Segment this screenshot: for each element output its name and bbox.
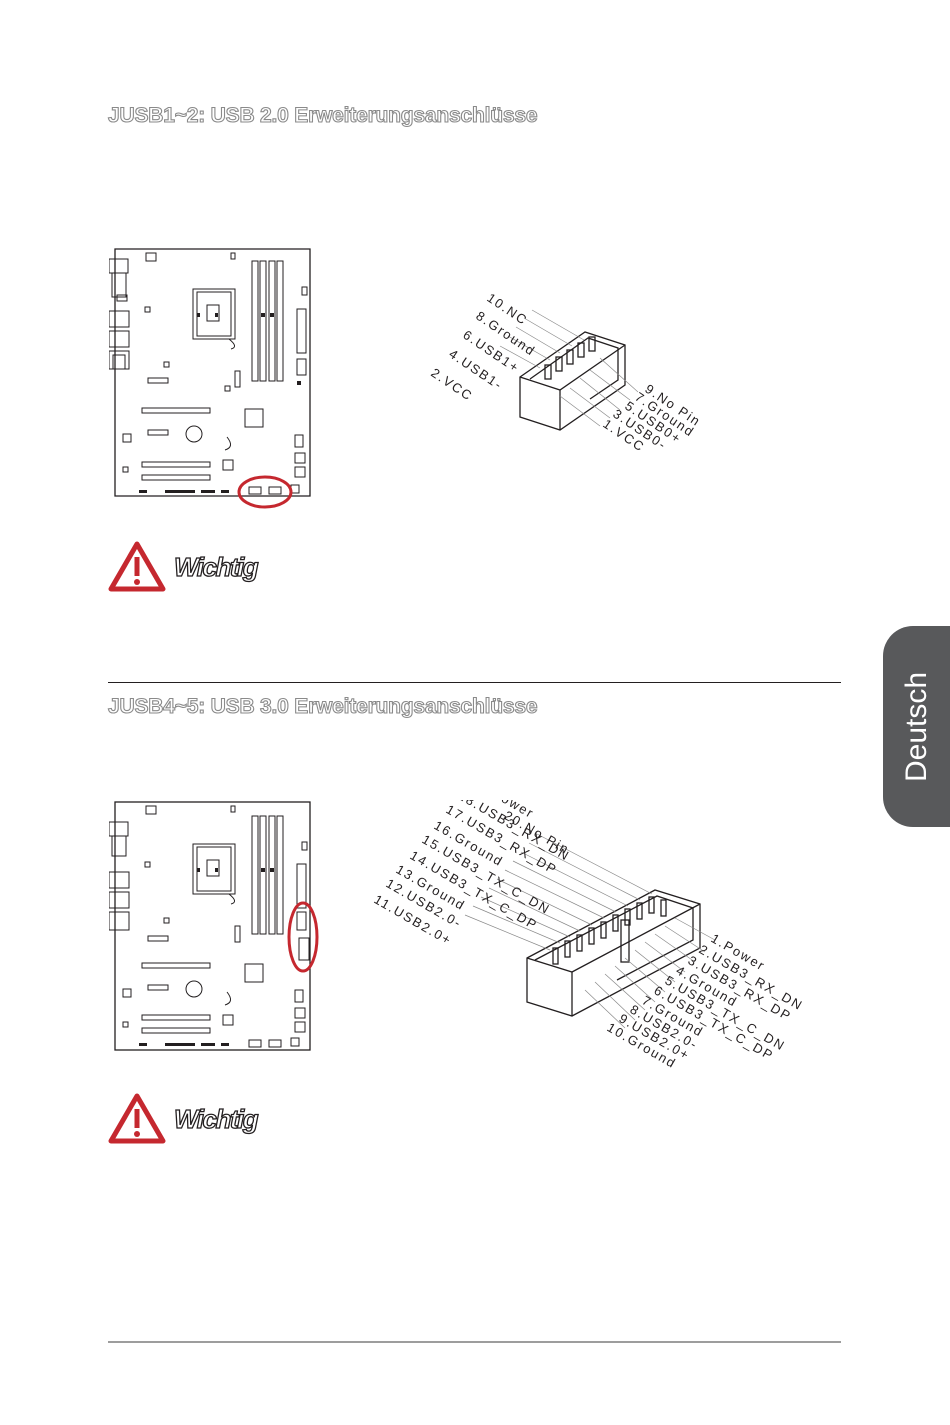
notice-important-2: Wichtig [108,1092,348,1152]
usb2-pinout-diagram: 2.VCC 4.USB1- 6.USB1+ 8.Ground 10.NC 9.N… [428,290,704,455]
section-divider [108,682,841,683]
motherboard-diagram-usb3 [109,801,319,1051]
usb3-pinout-diagram: 11.USB2.0+ 12.USB2.0- 13.Ground 14.USB3_… [372,800,806,1071]
notice-label: Wichtig [173,1103,259,1134]
footer-rule [108,1341,841,1343]
section-title-usb2: JUSB1~2: USB 2.0 Erweiterungsanschlüsse [107,103,538,127]
motherboard-diagram-usb2 [109,248,311,509]
section-title-usb3: JUSB4~5: USB 3.0 Erweiterungsanschlüsse [107,694,538,718]
language-side-tab: Deutsch [883,626,950,827]
language-tab-label: Deutsch [899,671,933,782]
notice-label: Wichtig [173,551,259,582]
warning-icon [108,541,166,592]
warning-icon [108,1093,166,1144]
notice-important-1: Wichtig [108,540,348,600]
